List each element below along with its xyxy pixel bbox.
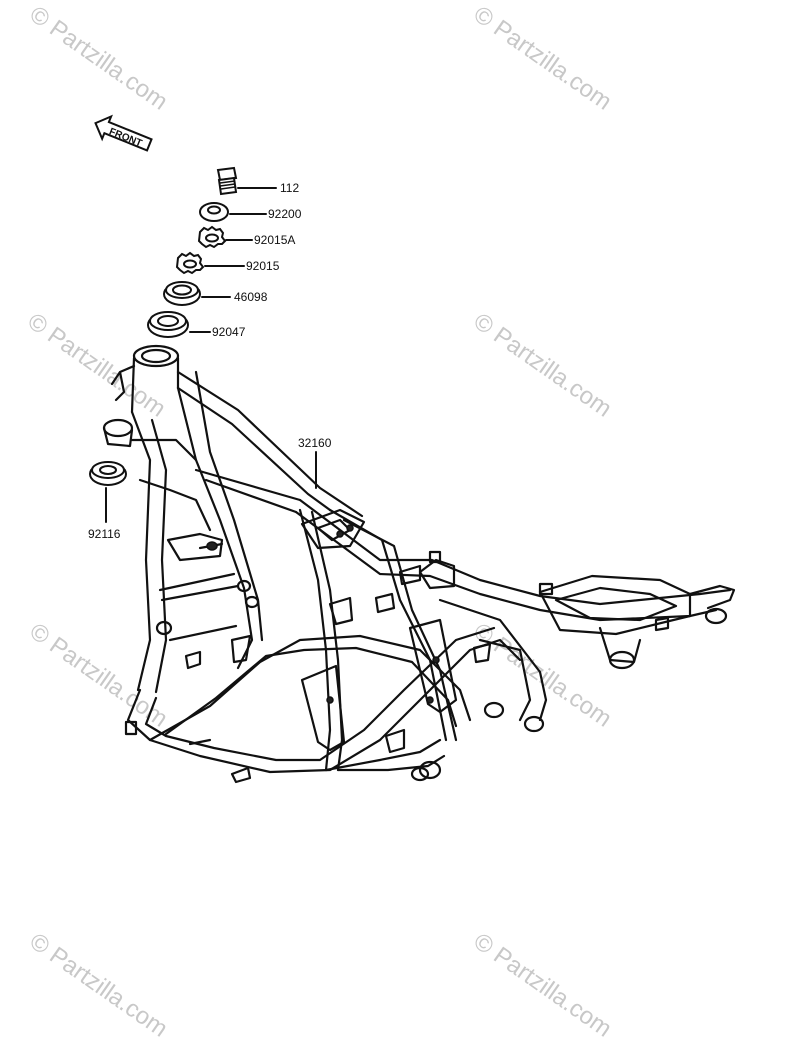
bolt-112-icon xyxy=(216,166,277,196)
watermarks: © Partzilla.com © Partzilla.com © Partzi… xyxy=(23,1,617,1043)
bearing-92116-icon xyxy=(89,461,127,523)
nut-92015A-icon xyxy=(197,225,253,249)
callout-92015: 92015 xyxy=(246,259,280,273)
watermark: © Partzilla.com xyxy=(469,928,617,1043)
callout-32160: 32160 xyxy=(298,436,332,450)
callout-92015A: 92015A xyxy=(254,233,295,247)
callout-92116: 92116 xyxy=(88,527,121,541)
callout-112: 112 xyxy=(280,181,299,195)
watermark: © Partzilla.com xyxy=(469,308,617,423)
front-arrow-icon: FRONT xyxy=(94,114,153,152)
callout-92200: 92200 xyxy=(268,207,302,221)
frame-32160 xyxy=(102,344,736,784)
watermark: © Partzilla.com xyxy=(25,928,173,1043)
nut-92015-icon xyxy=(175,251,245,275)
watermark: © Partzilla.com xyxy=(469,1,617,116)
callout-92047: 92047 xyxy=(212,325,246,339)
watermark: © Partzilla.com xyxy=(25,1,173,116)
bearing-92047-icon xyxy=(147,311,211,338)
callout-46098: 46098 xyxy=(234,290,268,304)
washer-92200-icon xyxy=(199,202,267,222)
bearing-46098-icon xyxy=(163,281,231,306)
